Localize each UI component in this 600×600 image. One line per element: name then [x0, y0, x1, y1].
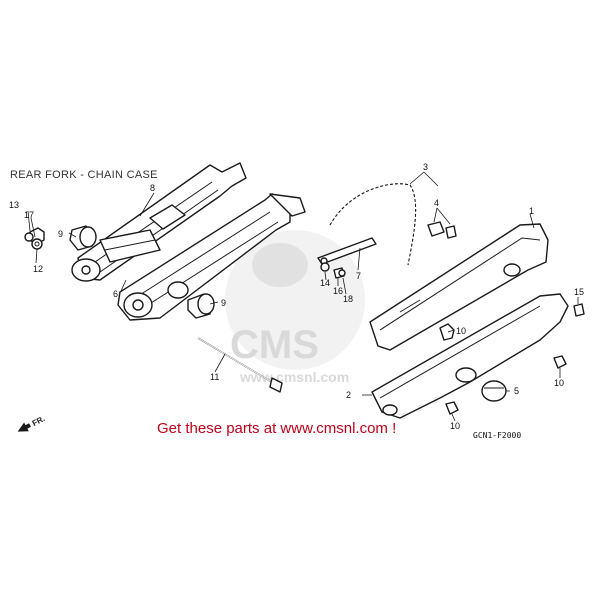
bolt-15	[573, 303, 585, 317]
label-part-15: 15	[574, 287, 584, 297]
chain-case-upper	[369, 223, 549, 351]
chain-slider	[317, 237, 377, 265]
grommets	[439, 323, 567, 415]
watermark: CMS www.cmsnl.com	[225, 230, 365, 385]
label-part-7: 7	[356, 271, 361, 281]
inspection-cap	[481, 380, 507, 402]
diagram-code: GCN1-F2000	[473, 431, 521, 440]
watermark-logo: CMS	[230, 323, 319, 367]
label-part-14: 14	[320, 278, 330, 288]
label-part-6: 6	[113, 289, 118, 299]
label-part-10-a: 10	[456, 326, 466, 336]
label-part-18: 18	[343, 294, 353, 304]
label-part-10-c: 10	[450, 421, 460, 431]
bushing-lower	[187, 293, 215, 319]
diagram-title: REAR FORK - CHAIN CASE	[10, 169, 158, 181]
label-part-9-lower: 9	[221, 298, 226, 308]
label-part-5: 5	[514, 386, 519, 396]
drive-chain	[329, 183, 417, 266]
label-part-9-upper: 9	[58, 229, 63, 239]
pivot-bolt	[197, 337, 283, 393]
label-part-8: 8	[150, 183, 155, 193]
watermark-url: www.cmsnl.com	[239, 369, 349, 385]
direction-label: FR.	[31, 414, 47, 428]
master-link	[427, 221, 457, 239]
label-part-12: 12	[33, 264, 43, 274]
label-part-1: 1	[529, 206, 534, 216]
front-direction-arrow: FR.	[17, 414, 47, 432]
label-part-11: 11	[210, 372, 219, 382]
rear-fork-main	[99, 193, 306, 321]
leader-lines	[27, 171, 579, 422]
label-part-16: 16	[333, 286, 343, 296]
label-part-17: 17	[24, 210, 34, 220]
label-part-10-b: 10	[554, 378, 564, 388]
cta-link[interactable]: Get these parts at www.cmsnl.com !	[157, 420, 396, 437]
hardware-13-17-12	[24, 227, 45, 250]
hardware-14-16-18	[320, 262, 346, 279]
label-part-3: 3	[423, 162, 428, 172]
label-part-4: 4	[434, 198, 439, 208]
chain-case-lower	[371, 293, 569, 419]
label-part-2: 2	[346, 390, 351, 400]
bushing-upper	[69, 225, 97, 251]
label-part-13: 13	[9, 200, 19, 210]
part-number-labels: 13 17 12 9 8 6 9 11 3 4 7 14 16 18 1 10 …	[9, 162, 584, 431]
